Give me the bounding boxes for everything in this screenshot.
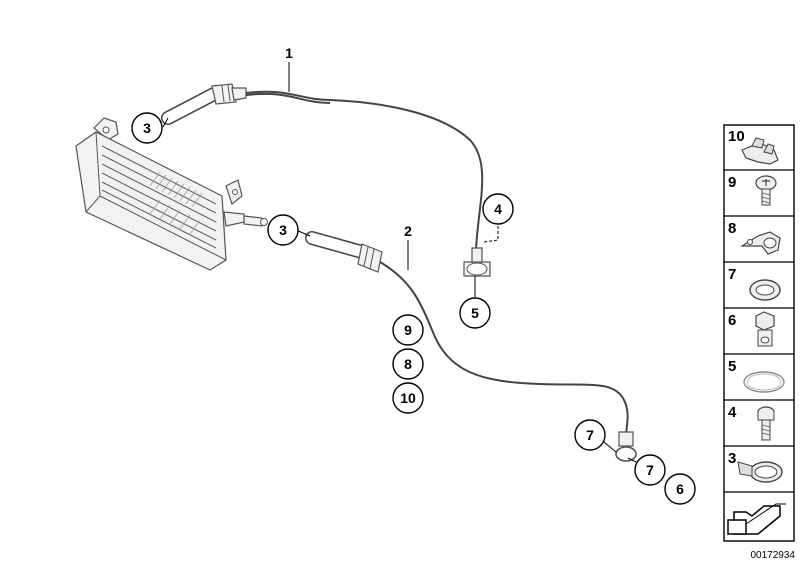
svg-text:7: 7 — [586, 427, 594, 443]
clamp-icon — [739, 231, 781, 255]
svg-text:6: 6 — [728, 312, 736, 329]
legend-row-3[interactable]: 3 — [728, 450, 783, 483]
legend-row-5[interactable]: 5 — [728, 358, 785, 393]
screw-icon — [755, 175, 777, 206]
svg-text:4: 4 — [728, 404, 737, 421]
callout-1[interactable]: 1 — [285, 45, 293, 61]
callout-3-lower[interactable]: 3 — [267, 214, 299, 246]
svg-text:8: 8 — [728, 220, 736, 237]
callout-5[interactable]: 5 — [459, 297, 491, 329]
oil-line-1 — [161, 83, 491, 277]
svg-text:7: 7 — [646, 462, 654, 478]
banjo-bolt-icon — [755, 311, 775, 347]
svg-text:10: 10 — [400, 390, 416, 406]
callout-8[interactable]: 8 — [392, 348, 424, 380]
callout-7-left[interactable]: 7 — [574, 419, 606, 451]
speed-nut-icon — [741, 137, 779, 165]
hose-clamp-icon — [737, 461, 783, 483]
svg-text:5: 5 — [471, 305, 479, 321]
leader-lines — [162, 62, 637, 463]
svg-text:9: 9 — [728, 174, 736, 191]
callout-10[interactable]: 10 — [392, 382, 424, 414]
legend-row-10[interactable]: 10 — [728, 128, 779, 165]
legend-row-4[interactable]: 4 — [728, 404, 775, 441]
svg-text:7: 7 — [728, 266, 736, 283]
parts-legend: 10 9 8 — [723, 124, 795, 542]
svg-text:3: 3 — [143, 120, 151, 136]
arrow-icon — [727, 503, 786, 535]
svg-text:9: 9 — [404, 322, 412, 338]
o-ring-icon — [743, 371, 785, 393]
svg-text:5: 5 — [728, 358, 736, 375]
diagram-reference-number: 00172934 — [751, 550, 796, 561]
svg-text:6: 6 — [676, 481, 684, 497]
callout-2[interactable]: 2 — [404, 223, 412, 239]
legend-row-arrow[interactable] — [727, 503, 786, 535]
callout-9[interactable]: 9 — [392, 314, 424, 346]
svg-text:8: 8 — [404, 356, 412, 372]
oil-line-2 — [305, 231, 637, 462]
callout-3-upper[interactable]: 3 — [131, 112, 163, 144]
legend-row-6[interactable]: 6 — [728, 311, 775, 347]
svg-text:2: 2 — [404, 223, 412, 239]
legend-row-7[interactable]: 7 — [728, 266, 781, 301]
oil-cooler — [75, 117, 268, 271]
svg-text:10: 10 — [728, 128, 745, 145]
svg-text:3: 3 — [279, 222, 287, 238]
legend-row-9[interactable]: 9 — [728, 174, 777, 206]
callout-7-right[interactable]: 7 — [634, 454, 666, 486]
svg-text:3: 3 — [728, 450, 736, 467]
sealing-ring-icon — [749, 279, 781, 301]
legend-row-8[interactable]: 8 — [728, 220, 781, 255]
svg-text:4: 4 — [494, 201, 502, 217]
svg-text:1: 1 — [285, 45, 293, 61]
callout-6[interactable]: 6 — [664, 473, 696, 505]
callout-4[interactable]: 4 — [482, 193, 514, 225]
bolt-icon — [757, 406, 775, 441]
